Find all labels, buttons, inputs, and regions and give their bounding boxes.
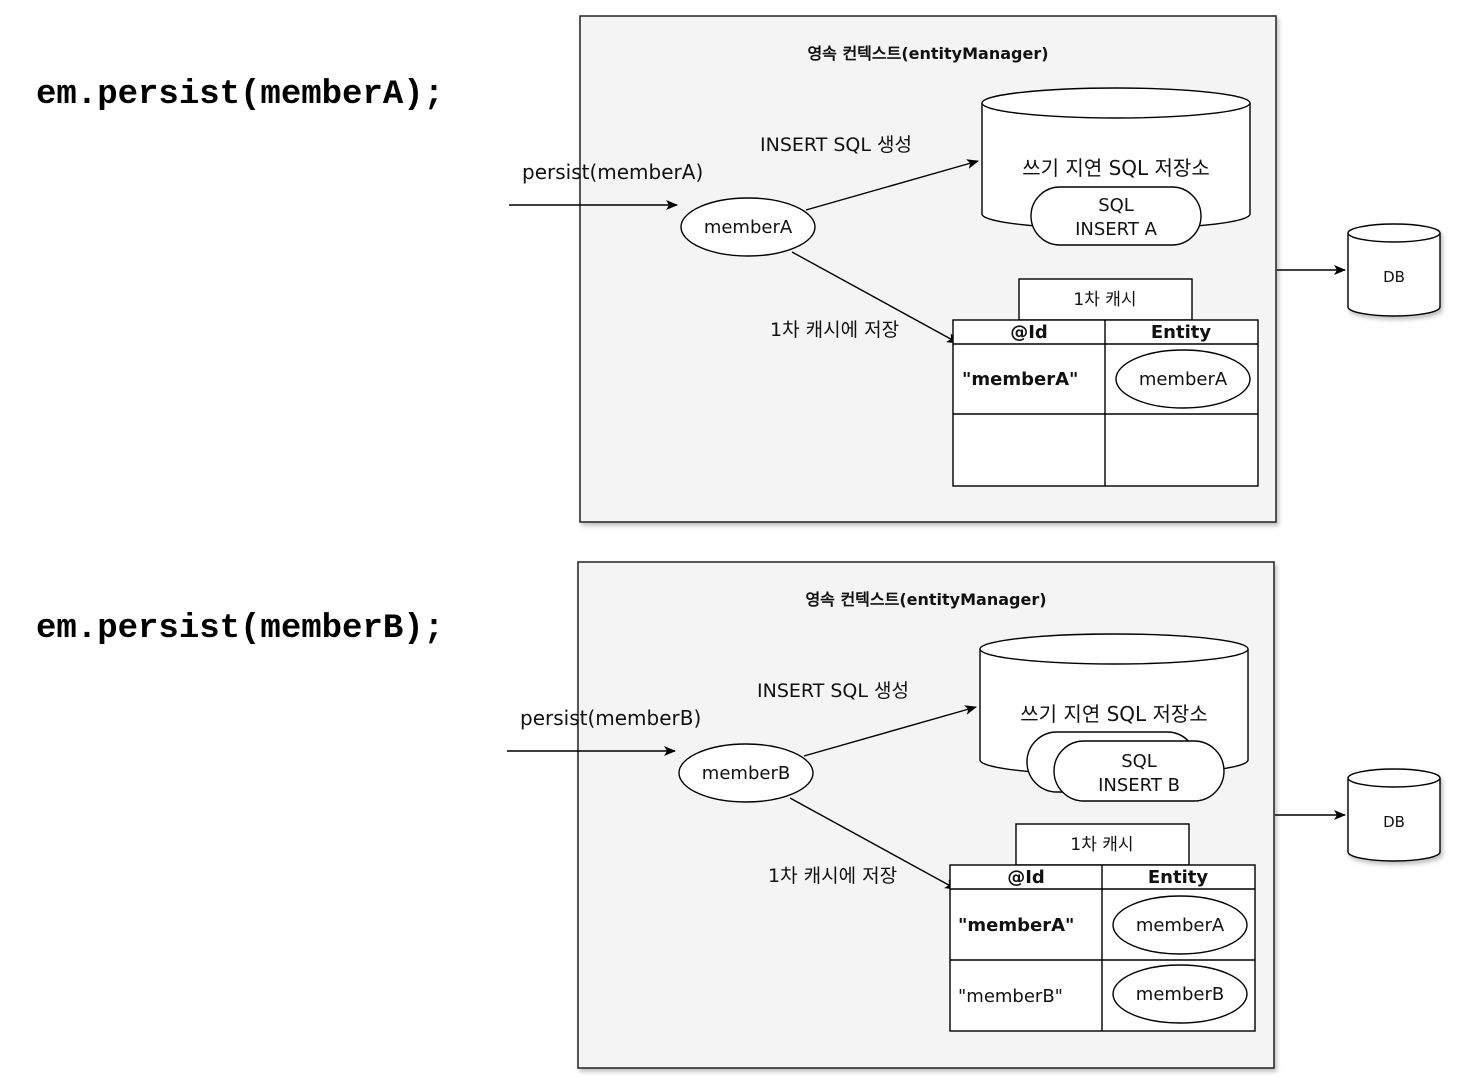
code-line-persist-member-a: em.persist(memberA); [36,76,445,114]
cache-header-entity: Entity [1151,322,1211,343]
db-label: DB [1383,268,1405,286]
sql-generate-arrow [803,705,977,757]
cache-row-entity: memberA [1139,369,1228,390]
sql-statement-line2: INSERT A [1075,219,1157,240]
entity-label: memberA [704,217,793,238]
panel-persist-member-a: 영속 컨텍스트(entityManager) persist(memberA) … [509,15,1441,523]
cache-row-id: "memberB" [958,986,1063,1007]
cache-save-arrow [789,797,957,890]
cache-row-id: "memberA" [962,369,1078,390]
cache-header-entity: Entity [1148,867,1208,888]
cache-entity-ellipse [1115,349,1251,409]
cache-row-entity: memberA [1136,915,1225,936]
cache-entity-ellipse [1112,964,1248,1024]
code-line-persist-member-b: em.persist(memberB); [36,610,445,648]
cache-save-arrow [791,251,959,344]
cache-save-label: 1차 캐시에 저장 [768,865,897,887]
db-cylinder [1347,768,1441,862]
cache-title: 1차 캐시 [1070,835,1133,855]
panel-persist-member-b: 영속 컨텍스트(entityManager) persist(memberB) … [507,561,1441,1069]
cache-entity-ellipse [1112,895,1248,955]
sql-store-label: 쓰기 지연 SQL 저장소 [1020,702,1207,726]
sql-statement-pill [1053,740,1225,802]
db-cylinder [1347,223,1441,317]
cache-title: 1차 캐시 [1073,290,1136,310]
entity-ellipse [680,197,816,257]
persist-call-label: persist(memberA) [522,160,703,184]
persist-call-label: persist(memberB) [520,706,701,730]
context-title: 영속 컨텍스트(entityManager) [805,590,1046,609]
db-label: DB [1383,813,1405,831]
cache-row-entity: memberB [1136,984,1224,1005]
cache-title-tab [1018,278,1193,321]
sql-generate-arrow [805,159,979,211]
sql-generate-label: INSERT SQL 생성 [760,134,912,156]
entity-ellipse [678,743,814,803]
sql-statement-line2: INSERT B [1098,775,1180,796]
cache-save-label: 1차 캐시에 저장 [770,319,899,341]
context-title: 영속 컨텍스트(entityManager) [807,44,1048,63]
cache-header-id: @Id [1010,322,1048,343]
sql-statement-line1: SQL [1121,751,1157,772]
cache-header-id: @Id [1007,867,1045,888]
sql-generate-label: INSERT SQL 생성 [757,680,909,702]
sql-store-label: 쓰기 지연 SQL 저장소 [1022,156,1209,180]
entity-label: memberB [702,763,790,784]
cache-row-id: "memberA" [958,915,1074,936]
sql-statement-pill [1030,186,1202,246]
sql-statement-line1: SQL [1098,195,1134,216]
